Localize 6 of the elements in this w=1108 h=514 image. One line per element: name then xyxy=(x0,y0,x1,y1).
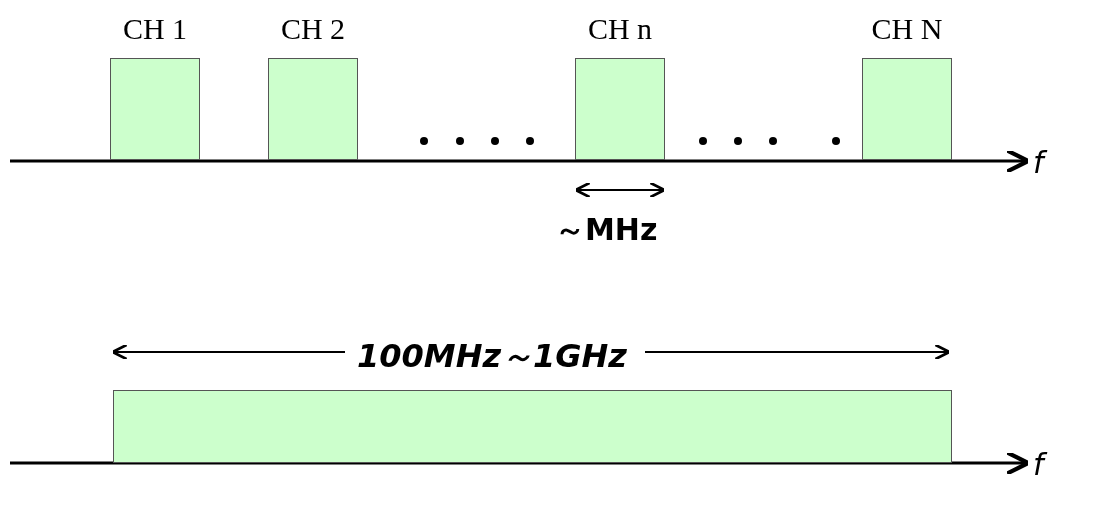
channel-label: CH N xyxy=(871,14,943,44)
channel-label: CH n xyxy=(587,14,653,44)
bandwidth-label: 100MHz～1GHz xyxy=(357,336,627,377)
bandwidth-label: ～MHz xyxy=(555,211,658,249)
channel-label: CH 2 xyxy=(280,14,346,44)
channel-label: CH 1 xyxy=(122,14,188,44)
